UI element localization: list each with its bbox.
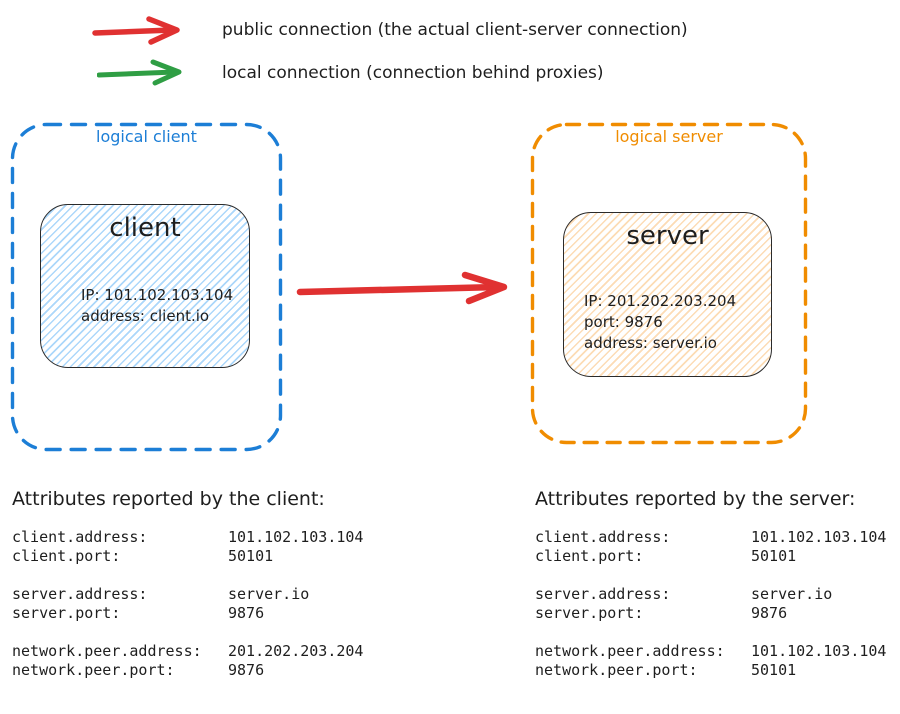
client-node-line-ip: IP: 101.102.103.104: [81, 286, 234, 304]
attr-row: server.address: server.io: [12, 585, 412, 604]
server-node: server IP: 201.202.203.204 port: 9876 ad…: [563, 212, 772, 377]
logical-server-group: logical server server IP: 201.202.203.20…: [530, 122, 808, 445]
client-node-details: IP: 101.102.103.104 address: client.io: [81, 285, 233, 327]
attr-row: client.address: 101.102.103.104: [12, 528, 412, 547]
logical-server-label: logical server: [615, 127, 723, 146]
attr-value: 101.102.103.104: [751, 528, 887, 546]
client-node: client IP: 101.102.103.104 address: clie…: [40, 204, 250, 368]
attr-value: 9876: [228, 661, 265, 679]
attr-row: network.peer.address: 101.102.103.104: [535, 642, 900, 661]
logical-client-dashed-border: [10, 122, 283, 452]
attr-value: 9876: [751, 604, 788, 622]
client-node-title: client: [109, 213, 181, 243]
client-attr-group-network-peer: network.peer.address: 201.202.203.204 net…: [12, 642, 412, 680]
server-attributes-title: Attributes reported by the server:: [535, 488, 856, 510]
attr-name: server.address:: [535, 585, 671, 603]
server-node-details: IP: 201.202.203.204 port: 9876 address: …: [584, 291, 736, 354]
attr-value: 50101: [228, 547, 274, 565]
attr-name: server.port:: [535, 604, 644, 622]
attr-name: client.port:: [535, 547, 644, 565]
attr-name: network.peer.address:: [535, 642, 725, 660]
attr-row: network.peer.port: 9876: [12, 661, 412, 680]
attr-row: server.port: 9876: [12, 604, 412, 623]
attr-row: client.address: 101.102.103.104: [535, 528, 900, 547]
attr-value: 101.102.103.104: [228, 528, 364, 546]
attr-name: client.port:: [12, 547, 121, 565]
server-node-title: server: [626, 221, 709, 251]
local-connection-label: local connection (connection behind prox…: [222, 63, 604, 83]
attr-value: 9876: [228, 604, 265, 622]
client-attr-group-client: client.address: 101.102.103.104 client.po…: [12, 528, 412, 566]
attr-value: 50101: [751, 661, 797, 679]
attr-name: server.address:: [12, 585, 148, 603]
server-attr-group-server: server.address: server.io server.port: 987…: [535, 585, 900, 623]
attr-row: network.peer.address: 201.202.203.204: [12, 642, 412, 661]
logical-client-label: logical client: [96, 127, 197, 146]
client-attributes-section: Attributes reported by the client: clien…: [12, 487, 412, 699]
attr-value: 101.102.103.104: [751, 642, 887, 660]
attr-value: 201.202.203.204: [228, 642, 364, 660]
attr-name: server.port:: [12, 604, 121, 622]
attr-value: 50101: [751, 547, 797, 565]
attr-value: server.io: [751, 585, 833, 603]
attr-value: server.io: [228, 585, 310, 603]
client-node-line-address: address: client.io: [81, 307, 210, 325]
server-node-line-port: port: 9876: [584, 313, 663, 331]
server-attr-group-client: client.address: 101.102.103.104 client.po…: [535, 528, 900, 566]
local-connection-arrow-icon: [97, 59, 182, 86]
attr-name: network.peer.address:: [12, 642, 202, 660]
server-attributes-section: Attributes reported by the server: clien…: [535, 487, 900, 699]
server-attr-group-network-peer: network.peer.address: 101.102.103.104 net…: [535, 642, 900, 680]
attr-row: network.peer.port: 50101: [535, 661, 900, 680]
logical-client-group: logical client client IP: 101.102.103.10…: [10, 122, 283, 452]
client-attr-group-server: server.address: server.io server.port: 987…: [12, 585, 412, 623]
logical-server-dashed-border: [530, 122, 808, 445]
client-to-server-arrow-icon: [296, 271, 508, 305]
public-connection-label: public connection (the actual client-ser…: [222, 20, 688, 40]
attr-name: client.address:: [535, 528, 671, 546]
public-connection-arrow-icon: [92, 16, 180, 45]
attr-row: client.port: 50101: [535, 547, 900, 566]
attr-name: client.address:: [12, 528, 148, 546]
attr-row: server.address: server.io: [535, 585, 900, 604]
attr-name: network.peer.port:: [12, 661, 175, 679]
server-node-line-address: address: server.io: [584, 334, 717, 352]
server-node-line-ip: IP: 201.202.203.204: [584, 292, 737, 310]
attr-row: server.port: 9876: [535, 604, 900, 623]
attr-row: client.port: 50101: [12, 547, 412, 566]
client-attributes-title: Attributes reported by the client:: [12, 488, 325, 510]
attr-name: network.peer.port:: [535, 661, 698, 679]
